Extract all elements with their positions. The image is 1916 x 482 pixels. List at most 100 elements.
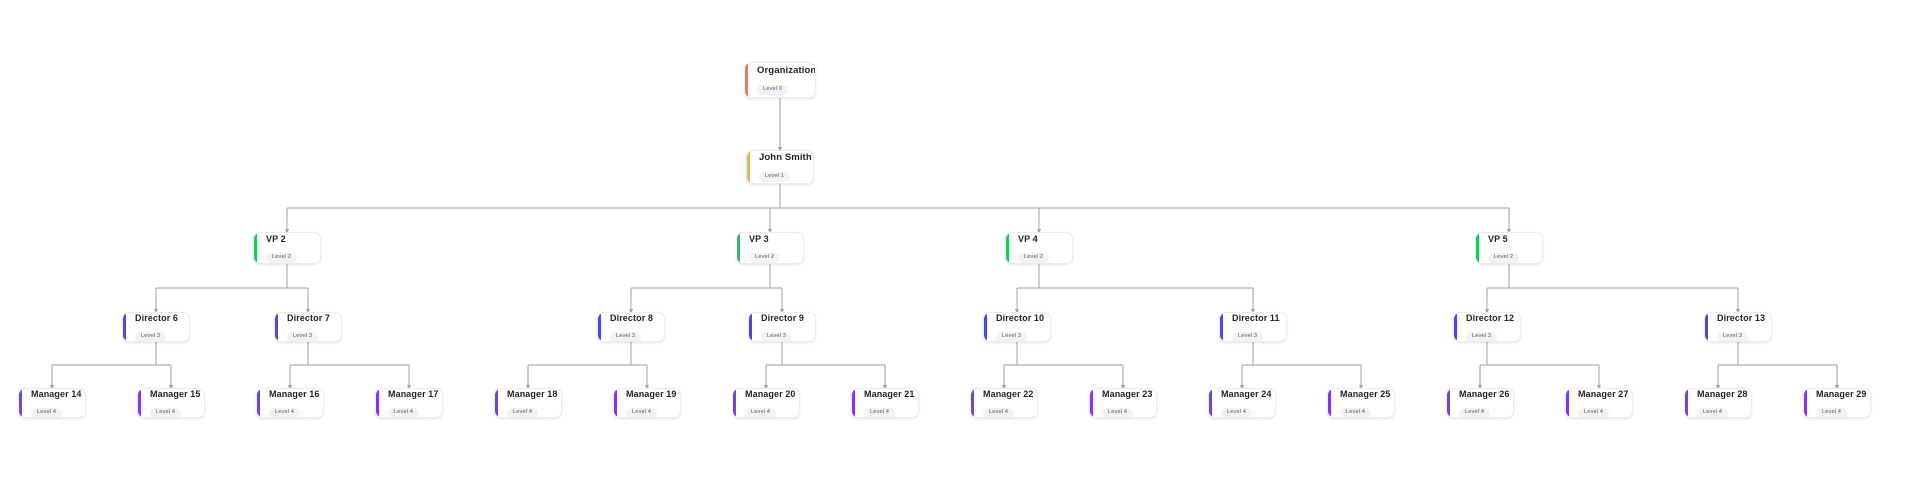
node-level-badge: Level 0 (757, 84, 789, 95)
node-accent-bar (1685, 389, 1688, 417)
node-level-badge: Level 2 (1488, 252, 1520, 263)
node-title: Director 12 (1466, 313, 1515, 323)
node-accent-bar (984, 313, 987, 341)
node-accent-bar (1476, 233, 1479, 263)
org-node-n25[interactable]: Manager 25 Level 4 (1327, 388, 1395, 418)
node-level-badge: Level 3 (135, 331, 167, 341)
org-node-n18[interactable]: Manager 18 Level 4 (494, 388, 562, 418)
node-accent-bar (1006, 233, 1009, 263)
node-title: John Smith (759, 152, 812, 163)
node-body: Director 7 Level 3 (275, 313, 331, 341)
node-title: Director 10 (996, 313, 1045, 323)
node-level-badge: Level 4 (745, 407, 777, 417)
org-node-n4[interactable]: VP 4 Level 2 (1005, 232, 1073, 264)
node-accent-bar (971, 389, 974, 417)
node-accent-bar (1454, 313, 1457, 341)
node-accent-bar (733, 389, 736, 417)
node-level-badge: Level 4 (388, 407, 420, 417)
node-accent-bar (1328, 389, 1331, 417)
node-accent-bar (1447, 389, 1450, 417)
node-level-badge: Level 4 (507, 407, 539, 417)
node-title: Manager 26 (1459, 389, 1510, 399)
node-title: Organization (757, 65, 816, 76)
node-level-badge: Level 3 (996, 331, 1028, 341)
node-accent-bar (1209, 389, 1212, 417)
node-level-badge: Level 4 (1578, 407, 1610, 417)
node-title: VP 2 (266, 234, 286, 244)
node-level-badge: Level 2 (1018, 252, 1050, 263)
org-node-n10[interactable]: Director 10 Level 3 (983, 312, 1051, 342)
node-body: Director 10 Level 3 (984, 313, 1045, 341)
node-accent-bar (1090, 389, 1093, 417)
node-title: Manager 16 (269, 389, 320, 399)
node-body: Manager 16 Level 4 (257, 389, 320, 417)
node-title: Director 8 (610, 313, 654, 323)
node-level-badge: Level 4 (150, 407, 182, 417)
node-accent-bar (747, 151, 750, 183)
node-title: Manager 22 (983, 389, 1034, 399)
org-node-n6[interactable]: Director 6 Level 3 (122, 312, 190, 342)
node-level-badge: Level 4 (1340, 407, 1372, 417)
node-title: Director 13 (1717, 313, 1766, 323)
node-accent-bar (852, 389, 855, 417)
node-accent-bar (737, 233, 740, 263)
node-title: Manager 29 (1816, 389, 1867, 399)
org-node-n16[interactable]: Manager 16 Level 4 (256, 388, 324, 418)
node-accent-bar (257, 389, 260, 417)
org-node-n7[interactable]: Director 7 Level 3 (274, 312, 342, 342)
node-accent-bar (376, 389, 379, 417)
node-title: Manager 25 (1340, 389, 1391, 399)
node-title: Director 7 (287, 313, 331, 323)
node-accent-bar (614, 389, 617, 417)
node-title: Director 6 (135, 313, 179, 323)
node-title: Manager 18 (507, 389, 558, 399)
node-accent-bar (275, 313, 278, 341)
node-accent-bar (1220, 313, 1223, 341)
node-title: Manager 14 (31, 389, 82, 399)
node-accent-bar (19, 389, 22, 417)
node-title: VP 4 (1018, 234, 1038, 244)
node-accent-bar (1804, 389, 1807, 417)
node-body: Manager 25 Level 4 (1328, 389, 1391, 417)
node-level-badge: Level 4 (269, 407, 301, 417)
node-title: Director 9 (761, 313, 805, 323)
node-level-badge: Level 4 (1697, 407, 1729, 417)
node-accent-bar (598, 313, 601, 341)
node-title: Manager 23 (1102, 389, 1153, 399)
node-level-badge: Level 3 (287, 331, 319, 341)
node-accent-bar (1566, 389, 1569, 417)
